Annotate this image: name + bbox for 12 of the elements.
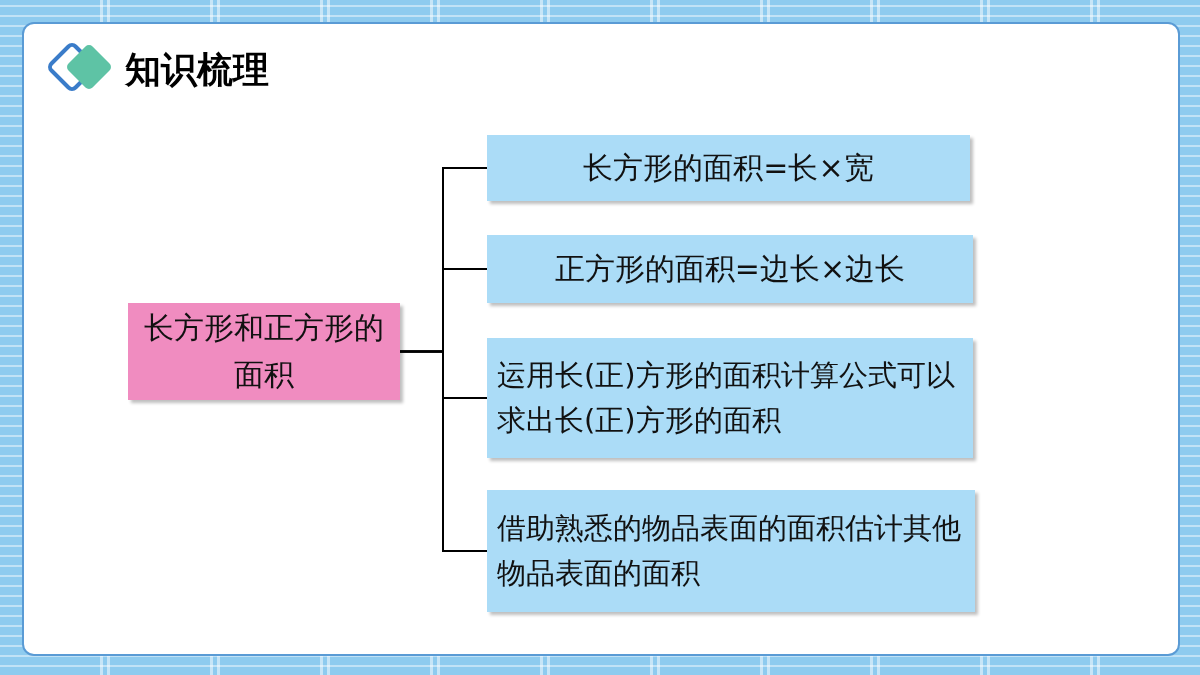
node-text: 长方形的面积=长×宽 — [583, 148, 874, 187]
heading: 知识梳理 — [125, 48, 269, 92]
topic-box — [128, 303, 400, 400]
content-box — [487, 235, 973, 303]
node-text: 长方形和正方形的面积 — [143, 309, 385, 394]
node-text: 运用长(正)方形的面积计算公式可以求出长(正)方形的面积 — [497, 357, 956, 439]
node-text: 正方形的面积=边长×边长 — [554, 249, 906, 288]
content-box — [487, 135, 970, 201]
bracket-connector — [399, 350, 488, 552]
content-box — [487, 338, 973, 458]
content-box — [487, 490, 975, 612]
node-text: 借助熟悉的物品表面的面积估计其他物品表面的面积 — [497, 510, 962, 592]
